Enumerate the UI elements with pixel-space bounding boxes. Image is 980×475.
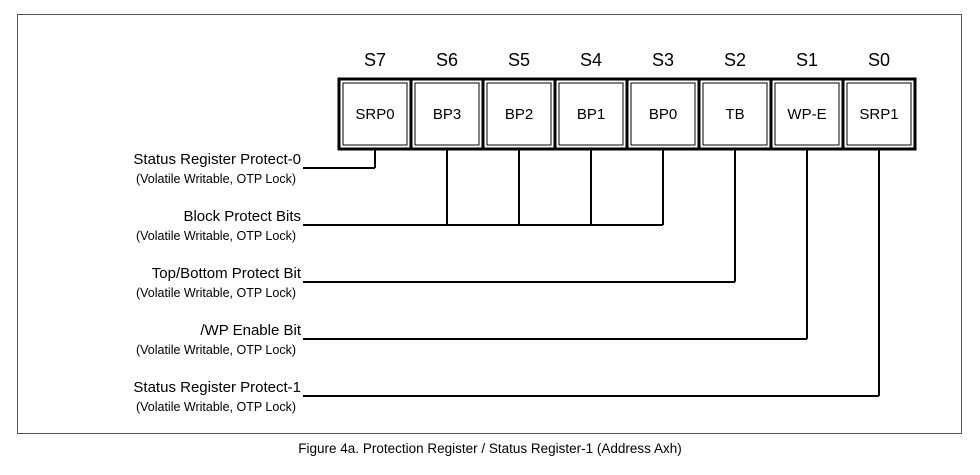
diagram-frame: [17, 14, 962, 434]
bit-label-s1: S1: [796, 50, 818, 70]
register-cell-inner-bp1: [558, 82, 624, 146]
bit-label-s5: S5: [508, 50, 530, 70]
register-cell-tb: [697, 77, 773, 151]
register-cell-label-bp3: BP3: [433, 106, 461, 123]
bit-label-s2: S2: [724, 50, 746, 70]
bit-label-s3: S3: [652, 50, 674, 70]
desc-subtitle-status-register-protect-1: (Volatile Writable, OTP Lock): [136, 400, 296, 414]
register-cell-label-bp1: BP1: [577, 106, 605, 123]
register-cell-label-bp2: BP2: [505, 106, 533, 123]
desc-subtitle-wp-enable-bit: (Volatile Writable, OTP Lock): [136, 343, 296, 357]
bit-label-s0: S0: [868, 50, 890, 70]
connector-lines: [303, 149, 880, 397]
register-cell-inner-wp-e: [774, 82, 840, 146]
desc-title-wp-enable-bit: /WP Enable Bit: [200, 322, 301, 339]
register-cell-bp0: [625, 77, 701, 151]
desc-subtitle-top-bottom-protect-bit: (Volatile Writable, OTP Lock): [136, 286, 296, 300]
register-cell-bp2: [481, 77, 557, 151]
desc-title-top-bottom-protect-bit: Top/Bottom Protect Bit: [152, 265, 302, 282]
register-cell-inner-bp3: [414, 82, 480, 146]
bit-label-s6: S6: [436, 50, 458, 70]
desc-title-block-protect-bits: Block Protect Bits: [183, 208, 301, 225]
register-cell-inner-bp0: [630, 82, 696, 146]
register-cell-label-bp0: BP0: [649, 106, 677, 123]
bit-labels: S7 S6 S5 S4 S3 S2 S1 S0: [364, 50, 890, 70]
register-cell-inner-bp2: [486, 82, 552, 146]
desc-subtitle-status-register-protect-0: (Volatile Writable, OTP Lock): [136, 172, 296, 186]
bit-label-s7: S7: [364, 50, 386, 70]
register-cell-inner-tb: [702, 82, 768, 146]
register-cell-label-tb: TB: [725, 106, 744, 123]
register-cell-label-wp-e: WP-E: [787, 106, 826, 123]
register-cell-inner-srp0: [342, 82, 408, 146]
desc-subtitle-block-protect-bits: (Volatile Writable, OTP Lock): [136, 229, 296, 243]
register-cell-label-srp1: SRP1: [859, 106, 898, 123]
bit-descriptions: Status Register Protect-0 (Volatile Writa…: [133, 151, 301, 414]
register-cell-label-srp0: SRP0: [355, 106, 394, 123]
desc-title-status-register-protect-0: Status Register Protect-0: [133, 151, 301, 168]
bit-label-s4: S4: [580, 50, 602, 70]
register-cell-inner-srp1: [846, 82, 912, 146]
desc-title-status-register-protect-1: Status Register Protect-1: [133, 379, 301, 396]
figure-caption: Figure 4a. Protection Register / Status …: [298, 441, 682, 456]
register-cells: SRP0 BP3 BP2 BP1 BP0 TB WP-E SRP1: [337, 77, 917, 151]
